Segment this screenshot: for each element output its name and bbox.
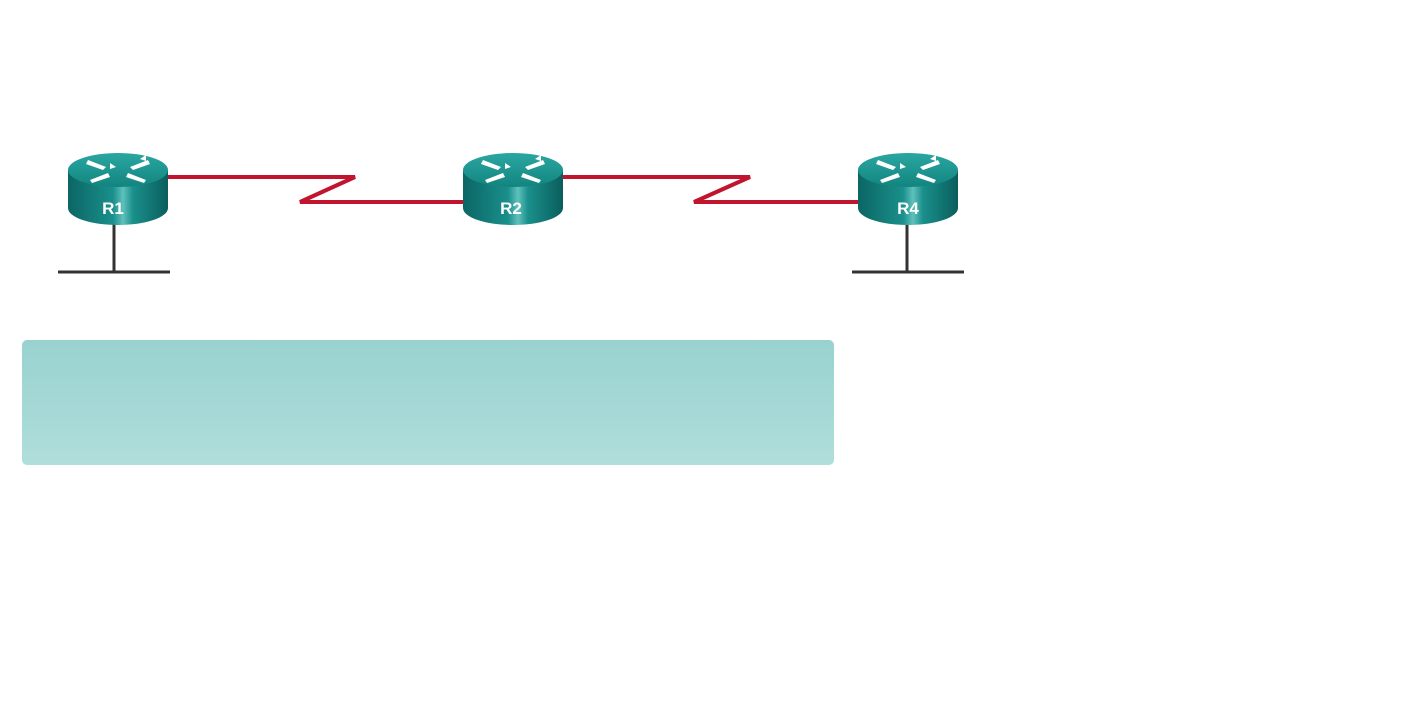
- router-r2[interactable]: R2: [463, 153, 563, 225]
- lan-segment-r4: [852, 222, 964, 274]
- router-label: R1: [102, 199, 124, 218]
- router-r4[interactable]: R4: [858, 153, 958, 225]
- serial-link-r1-r2: [168, 175, 464, 204]
- router-label: R4: [897, 199, 919, 218]
- router-r1[interactable]: R1: [68, 153, 168, 225]
- router-label: R2: [500, 199, 522, 218]
- serial-link-r2-r4: [563, 175, 858, 204]
- info-panel: [22, 340, 834, 465]
- lan-segment-r1: [58, 222, 170, 274]
